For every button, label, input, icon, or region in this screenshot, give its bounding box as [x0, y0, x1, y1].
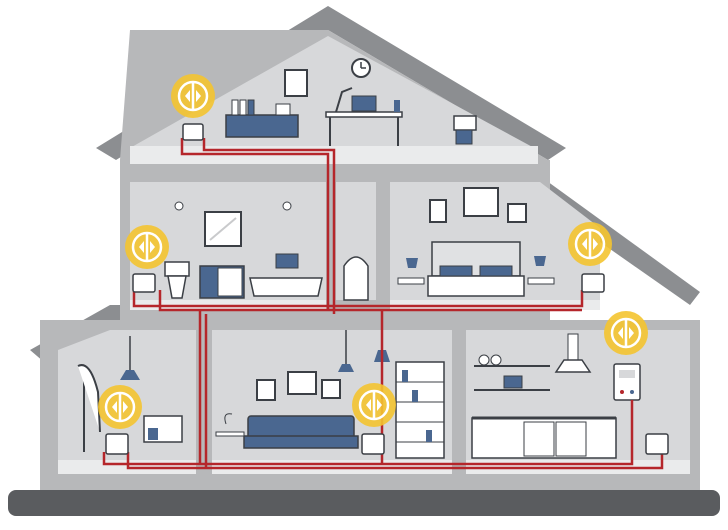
kitchen	[466, 330, 690, 474]
hallway	[336, 182, 376, 301]
ground	[8, 490, 720, 516]
radiator-heat-icon	[125, 225, 169, 269]
radiator-heat-icon	[171, 74, 215, 118]
radiator-heat-icon	[352, 383, 396, 427]
clock-icon	[351, 58, 371, 78]
radiator-icon	[182, 123, 204, 141]
radiator-icon	[361, 433, 385, 455]
heater-badges	[98, 74, 648, 429]
radiator-heat-icon	[98, 385, 142, 429]
radiator-icon	[105, 433, 129, 455]
radiator-heat-icon	[568, 222, 612, 266]
radiator-icon	[132, 273, 156, 293]
radiator-icon	[645, 433, 669, 455]
boiler-icon	[613, 363, 641, 401]
radiator-heat-icon	[604, 311, 648, 355]
radiators	[105, 123, 669, 455]
living-room	[212, 330, 452, 474]
heating-pipes	[102, 138, 664, 470]
attic-cabinet	[225, 114, 299, 138]
attic-printer	[453, 115, 477, 131]
radiator-icon	[581, 273, 605, 293]
attic-desk	[325, 111, 403, 118]
